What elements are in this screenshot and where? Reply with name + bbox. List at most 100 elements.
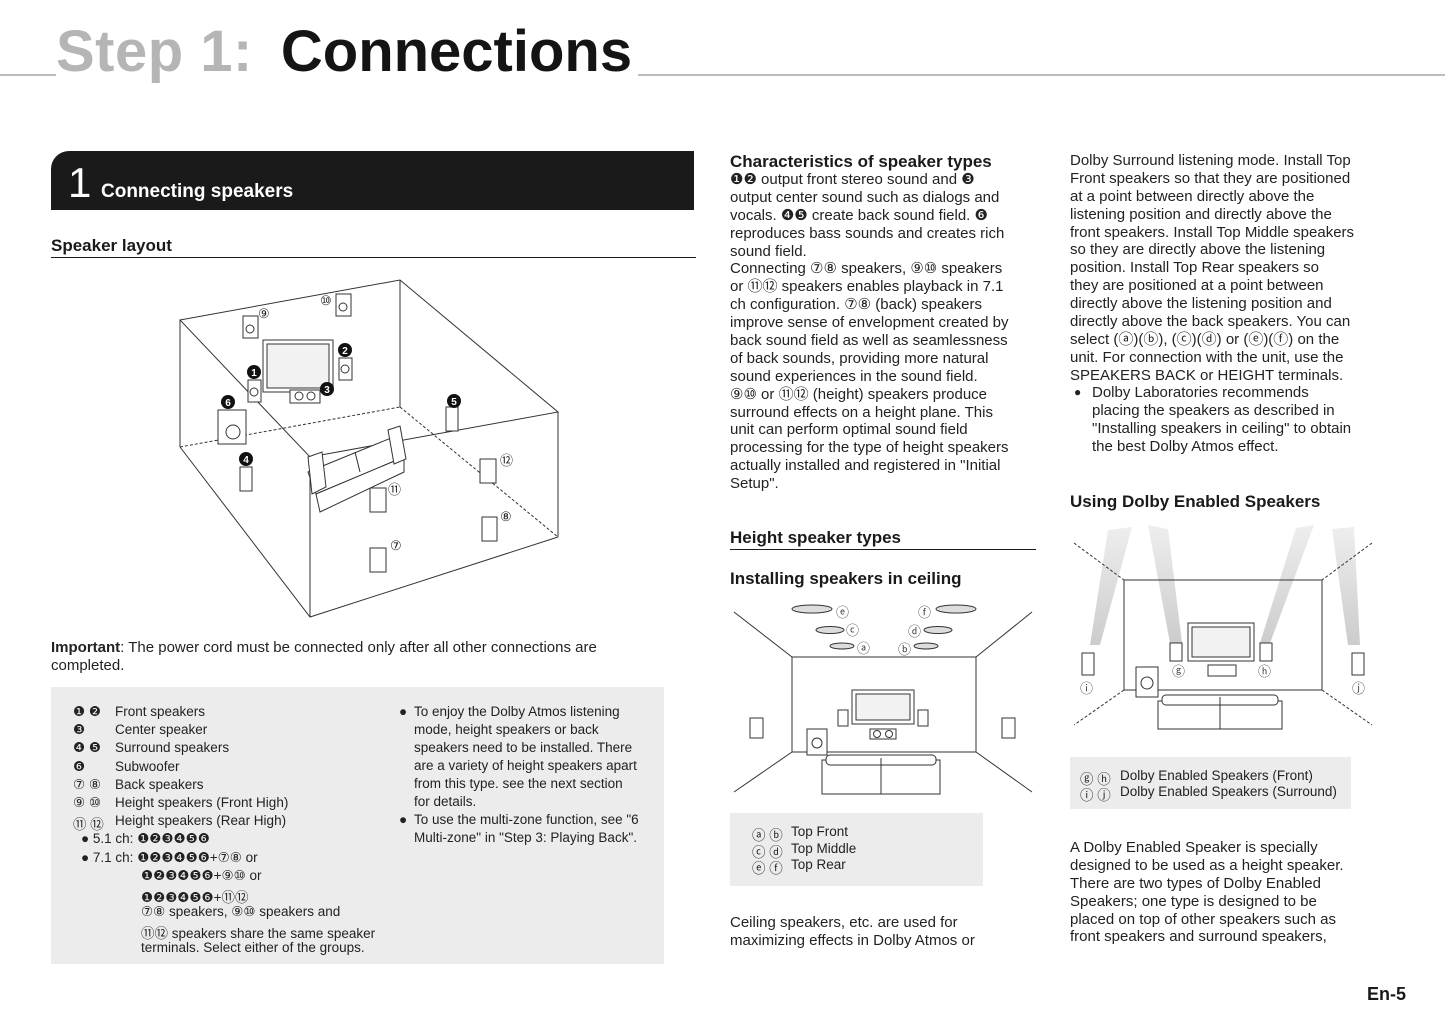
title-rule bbox=[0, 74, 1445, 76]
text-line: or ⑪⑫ speakers enables playback in 7.1 bbox=[730, 278, 1004, 296]
text-line: sound experiences in the sound field. bbox=[730, 367, 978, 385]
text-line: unit can perform optimal sound field bbox=[730, 421, 968, 439]
note-line: To enjoy the Dolby Atmos listening bbox=[414, 704, 620, 719]
page-title: Step 1:Connections bbox=[56, 18, 639, 85]
note-line: for details. bbox=[414, 794, 477, 809]
label-2: 2 bbox=[342, 346, 348, 357]
legend-marks: ⑦ ⑧ bbox=[73, 776, 101, 792]
config-71-line2: ❶❷❸❹❺❻+⑨⑩ or bbox=[141, 868, 262, 883]
note-line: are a variety of height speakers apart bbox=[414, 758, 637, 773]
note-line: from this type. see the next section bbox=[414, 776, 623, 791]
dolby-legend-box bbox=[1070, 757, 1351, 809]
text-line: of back sounds, providing more natural bbox=[730, 349, 989, 367]
text-line: position. Install Top Rear speakers so bbox=[1070, 259, 1320, 277]
config-51: ● 5.1 ch: ❶❷❸❹❺❻ bbox=[81, 831, 210, 846]
text-line: at a point between directly above the bbox=[1070, 187, 1315, 205]
section-title: Connecting speakers bbox=[101, 181, 294, 202]
mark-i: ⓘ bbox=[1080, 681, 1093, 696]
page-number: En-5 bbox=[1366, 984, 1406, 1004]
bullet-text: Dolby Laboratories recommends bbox=[1092, 384, 1309, 401]
label-9: ⑨ bbox=[258, 306, 270, 321]
legend-item-text: Surround speakers bbox=[115, 740, 230, 756]
dolby-legend-text: Dolby Enabled Speakers (Front) bbox=[1120, 768, 1313, 783]
text-line: processing for the type of height speake… bbox=[730, 439, 1009, 457]
label-8: ⑧ bbox=[500, 509, 512, 524]
mark-f: ⓕ bbox=[918, 605, 931, 620]
ceiling-legend-text: Top Rear bbox=[791, 857, 846, 873]
text-line: A Dolby Enabled Speaker is specially bbox=[1070, 839, 1318, 856]
mark-h: ⓗ bbox=[1258, 664, 1271, 679]
text-line: Speakers; one type is designed to be bbox=[1070, 892, 1317, 910]
height-types-rule bbox=[730, 549, 1036, 550]
ceiling-legend-text: Top Front bbox=[791, 824, 849, 839]
config-71-line3: ❶❷❸❹❺❻+⑪⑫ bbox=[141, 890, 249, 905]
bullet-text: placing the speakers as described in bbox=[1092, 401, 1335, 419]
speaker-legend-box bbox=[51, 687, 664, 964]
label-12: ⑫ bbox=[500, 453, 513, 468]
text-line: unit. For connection with the unit, use … bbox=[1070, 348, 1344, 366]
text-line: Ceiling speakers, etc. are used for bbox=[730, 914, 958, 931]
ceiling-heading: Installing speakers in ceiling bbox=[730, 569, 962, 588]
label-5: 5 bbox=[451, 397, 457, 408]
ceiling-legend-box bbox=[730, 813, 983, 886]
text-line: vocals. ❹❺ create back sound field. ❻ bbox=[730, 206, 988, 224]
characteristics-heading: Characteristics of speaker types bbox=[730, 152, 992, 171]
bullet-line: ● Dolby Laboratories recommends bbox=[1074, 384, 1394, 402]
mark-a: ⓐ bbox=[857, 641, 870, 656]
text-line: output center sound such as dialogs and bbox=[730, 188, 1000, 206]
text-line: actually installed and registered in "In… bbox=[730, 457, 1001, 475]
label-6: 6 bbox=[225, 398, 231, 409]
bullet-line: placing the speakers as described in bbox=[1074, 402, 1394, 420]
text-line: ❶❷ output front stereo sound and ❸ bbox=[730, 171, 975, 188]
mark-e: ⓔ bbox=[836, 605, 849, 620]
label-1: 1 bbox=[251, 368, 257, 379]
text-line: so they are directly above the listening bbox=[1070, 241, 1326, 259]
bullet-dot: ● bbox=[1074, 385, 1082, 399]
important-text: : The power cord must be connected only … bbox=[51, 639, 597, 674]
speaker-layout-heading: Speaker layout bbox=[51, 236, 172, 255]
legend-item-text: Height speakers (Rear High) bbox=[115, 813, 287, 829]
title-text: Connections bbox=[280, 19, 633, 84]
text-line: improve sense of envelopment created by bbox=[730, 314, 1009, 332]
text-line: Setup". bbox=[730, 475, 779, 493]
ceiling-legend-marks: ⓒ ⓓ bbox=[752, 844, 783, 860]
label-7: ⑦ bbox=[390, 538, 402, 553]
legend-item-text: Subwoofer bbox=[115, 758, 180, 774]
dolby-legend-text: Dolby Enabled Speakers (Surround) bbox=[1120, 784, 1337, 799]
section-number: 1 bbox=[68, 159, 92, 206]
note-line: To use the multi-zone function, see "6 bbox=[414, 812, 639, 827]
text-line: ⑨⑩ or ⑪⑫ (height) speakers produce bbox=[730, 385, 987, 403]
important-note: Important: The power cord must be connec… bbox=[51, 639, 671, 675]
label-11: ⑪ bbox=[388, 482, 401, 497]
speaker-layout-rule bbox=[51, 257, 696, 258]
text-line: they are positioned at a point between bbox=[1070, 277, 1324, 295]
ceiling-legend-marks: ⓔ ⓕ bbox=[752, 861, 783, 877]
text-line: Front speakers so that they are position… bbox=[1070, 169, 1351, 187]
config-note-line3: terminals. Select either of the groups. bbox=[141, 940, 365, 955]
legend-marks: ❶ ❷ bbox=[73, 704, 101, 719]
config-71: ● 7.1 ch: ❶❷❸❹❺❻+⑦⑧ or bbox=[81, 850, 258, 865]
text-line: SPEAKERS BACK or HEIGHT terminals. bbox=[1070, 366, 1344, 384]
mark-d: ⓓ bbox=[908, 624, 921, 639]
mark-j: ⓙ bbox=[1352, 681, 1365, 696]
text-line: Dolby Surround listening mode. Install T… bbox=[1070, 152, 1351, 169]
ceiling-legend-text: Top Middle bbox=[791, 840, 857, 856]
dolby-legend-marks: ⓖ ⓗ bbox=[1080, 772, 1111, 787]
note-bullet: ● bbox=[399, 812, 408, 827]
bullet-text: the best Dolby Atmos effect. bbox=[1092, 437, 1279, 455]
config-note-line1: ⑦⑧ speakers, ⑨⑩ speakers and bbox=[141, 904, 341, 919]
legend-marks: ⑨ ⑩ bbox=[73, 795, 101, 810]
section-bar: 1 Connecting speakers bbox=[51, 151, 694, 210]
note-bullet: ● bbox=[399, 704, 408, 719]
important-label: Important bbox=[51, 639, 121, 656]
speaker-layout-diagram: 1 2 3 4 5 6 ⑦ ⑧ ⑨ ⑩ ⑪ ⑫ bbox=[179, 279, 560, 618]
dolby-heading: Using Dolby Enabled Speakers bbox=[1070, 492, 1321, 511]
text-line: placed on top of other speakers such as bbox=[1070, 910, 1337, 928]
bullet-text: "Installing speakers in ceiling" to obta… bbox=[1092, 419, 1352, 437]
mark-c: ⓒ bbox=[846, 623, 859, 638]
legend-item-text: Front speakers bbox=[115, 704, 206, 719]
text-line: directly above the back speakers. You ca… bbox=[1070, 313, 1351, 331]
